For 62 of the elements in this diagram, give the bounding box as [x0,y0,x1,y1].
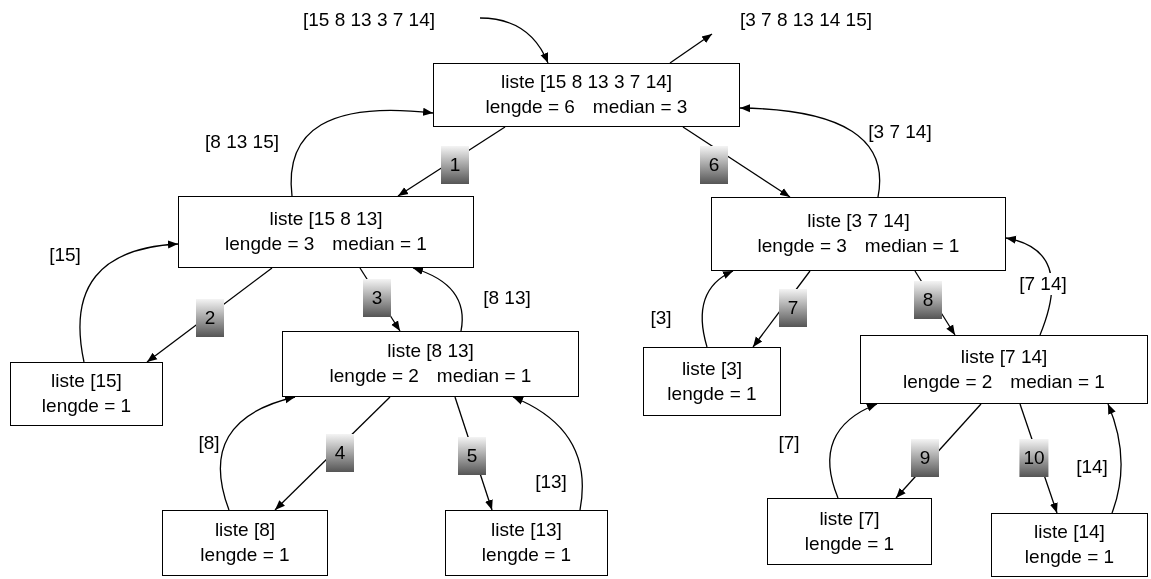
list-title: liste [7 14] [960,344,1048,369]
step-number: 1 [441,146,469,184]
list-title: liste [15 8 13 3 7 14] [500,70,673,95]
property-text: lengde = 1 [1024,545,1115,569]
arrow [479,17,549,64]
arrow [1107,403,1122,514]
list-box [433,63,740,127]
arrow [219,395,296,511]
list-box [445,510,608,576]
step-number: 2 [196,299,224,337]
property-text: lengde = 1 [41,394,132,418]
property-text: lengde = 3 [225,232,315,256]
step-number: 6 [700,146,728,184]
property-text: lengde = 2 [903,369,993,394]
list-box [643,347,781,416]
property-text: median = 1 [864,234,960,258]
step-number: 8 [914,281,942,319]
property-text: median = 1 [1010,369,1105,394]
property-text: lengde = 2 [329,364,419,388]
arrow [290,108,434,197]
arrow [669,33,713,64]
list-box [10,362,163,426]
step-number: 4 [326,434,354,472]
property-text: lengde = 1 [481,543,572,567]
step-number: 3 [363,279,391,317]
arrow [512,396,583,511]
arrow [829,403,878,499]
list-box [711,197,1006,271]
property-text: lengde = 1 [804,531,895,556]
list-box [178,196,474,268]
arrow [79,240,179,363]
list-title: liste [15 8 13] [269,207,383,232]
arrow [412,267,463,332]
property-text: lengde = 1 [200,543,290,567]
list-box [860,335,1148,404]
property-text: lengde = 1 [667,381,757,406]
list-title: liste [8] [214,518,276,543]
step-number: 9 [911,439,939,477]
arrow [701,270,734,348]
list-text: [15 8 13 3 7 14] [302,7,436,32]
list-box [767,498,932,565]
list-title: liste [8 13] [387,339,474,364]
list-title: liste [13] [491,518,562,543]
edge-label: [7 14] [1018,273,1068,295]
list-text: [3 7 8 13 14 15] [739,7,873,32]
list-box [162,510,328,576]
list-box [282,331,579,397]
list-box [991,513,1148,577]
step-number: 10 [1019,439,1049,477]
property-text: median = 3 [592,95,688,119]
arrow [739,104,881,198]
property-text: lengde = 3 [757,234,847,258]
list-title: liste [15] [51,369,122,394]
list-title: liste [14] [1034,520,1105,545]
step-number: 5 [458,437,486,475]
property-text: median = 1 [436,364,532,388]
property-text: median = 1 [332,232,427,256]
list-title: liste [3 7 14] [807,209,910,234]
property-text: lengde = 6 [485,95,575,119]
list-title: liste [7] [819,506,880,531]
step-number: 7 [779,289,807,327]
list-title: liste [3] [681,356,743,381]
